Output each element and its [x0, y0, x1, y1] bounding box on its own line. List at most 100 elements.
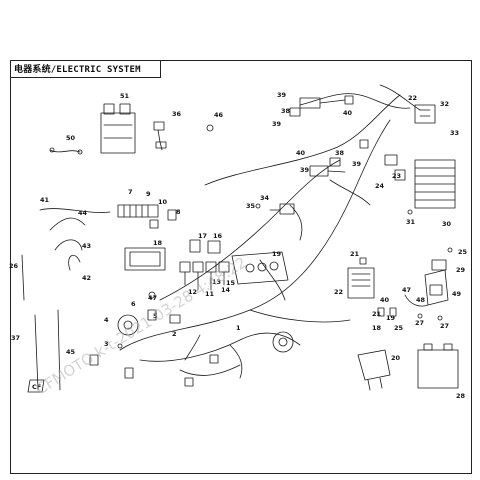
callout-10: 10: [158, 198, 168, 206]
callout-26: 26: [9, 262, 19, 270]
callout-21a: 21: [350, 250, 360, 258]
callout-31: 31: [406, 218, 416, 226]
callout-41: 41: [40, 196, 50, 204]
callout-40a: 40: [343, 109, 353, 117]
callout-45: 45: [66, 348, 76, 356]
part-32-regulator: [414, 104, 436, 124]
part-48-lead: [404, 294, 429, 307]
callout-48: 48: [416, 296, 426, 304]
main-harness-branch-upper: [204, 94, 401, 186]
svg-text:CF: CF: [32, 383, 41, 391]
callout-34: 34: [260, 194, 270, 202]
part-22-regulator: [347, 267, 375, 299]
callout-12: 12: [188, 288, 197, 296]
part-4-horn: [117, 314, 139, 336]
part-2-connector: [169, 314, 181, 324]
callout-15: 15: [226, 279, 236, 287]
callout-47b: 47: [402, 286, 411, 294]
part-36-sensor: [153, 121, 167, 151]
callout-5: 5: [153, 312, 158, 320]
part-22-connector: [359, 139, 369, 149]
callout-20: 20: [391, 354, 401, 362]
callout-25b: 25: [458, 248, 468, 256]
callout-32: 32: [440, 100, 449, 108]
callout-14: 14: [221, 286, 231, 294]
frame-right-border: [471, 60, 472, 474]
part-30-rectifier: [414, 159, 456, 209]
part-51-relay-bracket: [100, 103, 136, 154]
part-31-bolt: [407, 209, 413, 215]
callout-18b: 18: [372, 324, 382, 332]
part-19-clip-right: [389, 307, 397, 317]
connector-bottom-d: [209, 354, 219, 364]
main-harness-branch-low: [139, 332, 301, 362]
part-35-bolt: [255, 203, 261, 209]
callout-19b: 19: [386, 314, 396, 322]
callout-42: 42: [82, 274, 91, 282]
part-50-jumper: [49, 149, 81, 153]
part-16-relay: [207, 240, 221, 254]
part-40-sensor-upper: [299, 95, 354, 109]
part-43-lead: [54, 239, 83, 251]
relay-row-11-15: [179, 261, 230, 291]
main-harness-trunk: [119, 119, 391, 351]
callout-3: 3: [104, 340, 109, 348]
part-3-bolt: [117, 343, 123, 349]
callout-44: 44: [78, 209, 88, 217]
callout-37: 37: [11, 334, 20, 342]
callout-22a: 22: [408, 94, 417, 102]
part-42-lead: [68, 254, 81, 271]
callout-39c: 39: [300, 166, 310, 174]
callout-46: 46: [214, 111, 224, 119]
callout-39b: 39: [272, 120, 282, 128]
callout-40b: 40: [296, 149, 306, 157]
callout-labels: 51 36 46 50 39 38 39 40 22 32 33 40 38 3…: [9, 91, 468, 400]
part-45-rod: [57, 309, 61, 391]
callout-16: 16: [213, 232, 223, 240]
callout-49: 49: [452, 290, 462, 298]
callout-24: 24: [375, 182, 385, 190]
callout-36: 36: [172, 110, 182, 118]
callout-38a: 38: [281, 107, 291, 115]
part-28-battery: [417, 343, 459, 389]
callout-40c: 40: [380, 296, 390, 304]
page-title: 电器系统/ELECTRIC SYSTEM: [14, 65, 141, 75]
callout-13: 13: [212, 278, 221, 286]
callout-33: 33: [450, 129, 459, 137]
callout-2: 2: [172, 330, 177, 338]
part-21-clip: [359, 257, 367, 265]
callout-27a: 27: [415, 319, 424, 327]
callout-8: 8: [176, 208, 181, 216]
connector-bottom-b: [124, 367, 134, 379]
part-49-switch: [424, 269, 449, 306]
cf-logo: CF: [27, 379, 45, 393]
part-25-bolt: [447, 247, 453, 253]
callout-38b: 38: [335, 149, 345, 157]
callout-1: 1: [236, 324, 241, 332]
callout-47a: 47: [148, 294, 157, 302]
connector-bottom-c: [184, 377, 194, 387]
callout-51: 51: [120, 92, 130, 100]
watermark: CFMOTO k-t-2021-03-28 4:48:22: [33, 253, 250, 398]
part-34-sensor: [269, 203, 295, 215]
part-38-sensor-mid: [329, 157, 341, 167]
callout-30: 30: [442, 220, 452, 228]
callout-50: 50: [66, 134, 76, 142]
frame-bottom-border: [10, 473, 472, 474]
callout-7: 7: [128, 188, 133, 196]
part-27-nut: [437, 315, 443, 321]
callout-23: 23: [392, 172, 401, 180]
connector-bottom-a: [89, 354, 99, 366]
callout-18: 18: [153, 239, 163, 247]
callout-11: 11: [205, 290, 215, 298]
part-18-clip-right: [377, 307, 385, 317]
callout-17: 17: [198, 232, 207, 240]
part-18-ecu: [124, 247, 166, 271]
callout-4: 4: [104, 316, 109, 324]
part-40-sensor-mid: [309, 165, 346, 177]
callout-28: 28: [456, 392, 466, 400]
part-37-rod: [34, 314, 39, 391]
part-10-fuse: [149, 219, 159, 229]
callout-21b: 21: [372, 310, 382, 318]
